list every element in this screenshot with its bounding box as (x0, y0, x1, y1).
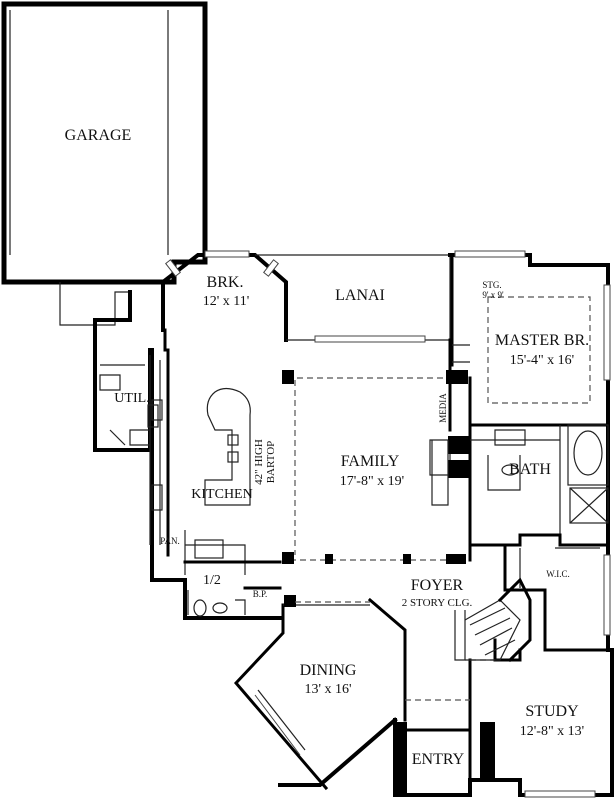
storage-dims: 9' x 9' (482, 290, 504, 300)
storage-label: STG. (482, 280, 501, 290)
kitchen-label: KITCHEN (191, 487, 252, 502)
butler-pantry-label: B.P. (253, 589, 268, 599)
utility-label: UTIL. (114, 391, 149, 406)
bartop-label-line2: BARTOP (265, 441, 277, 484)
breakfast-dims: 12' x 11' (203, 294, 250, 309)
garage-label: GARAGE (65, 127, 132, 144)
interior-walls (99, 250, 611, 798)
master-bedroom-dims: 15'-4" x 16' (510, 353, 574, 368)
bath-label: BATH (509, 461, 551, 478)
entry-label: ENTRY (412, 751, 465, 768)
walk-in-closet-label: W.I.C. (546, 569, 569, 579)
dining-dims: 13' x 16' (304, 682, 351, 697)
study-label: STUDY (525, 703, 579, 720)
dining-label: DINING (300, 662, 357, 679)
breakfast-label: BRK. (207, 274, 244, 291)
half-bath-label: 1/2 (203, 573, 221, 588)
bartop-label-line1: 42" HIGH (253, 439, 265, 485)
master-bedroom-label: MASTER BR. (495, 332, 589, 349)
media-label: MEDIA (438, 393, 448, 423)
garage-walls (1, 1, 208, 326)
study-dims: 12'-8" x 13' (520, 724, 584, 739)
family-label: FAMILY (341, 453, 400, 470)
foyer-label: FOYER (411, 577, 464, 594)
foyer-note: 2 STORY CLG. (402, 597, 473, 609)
pantry-label: PAN. (160, 536, 179, 546)
lanai-label: LANAI (335, 287, 385, 304)
family-dims: 17'-8" x 19' (340, 474, 404, 489)
